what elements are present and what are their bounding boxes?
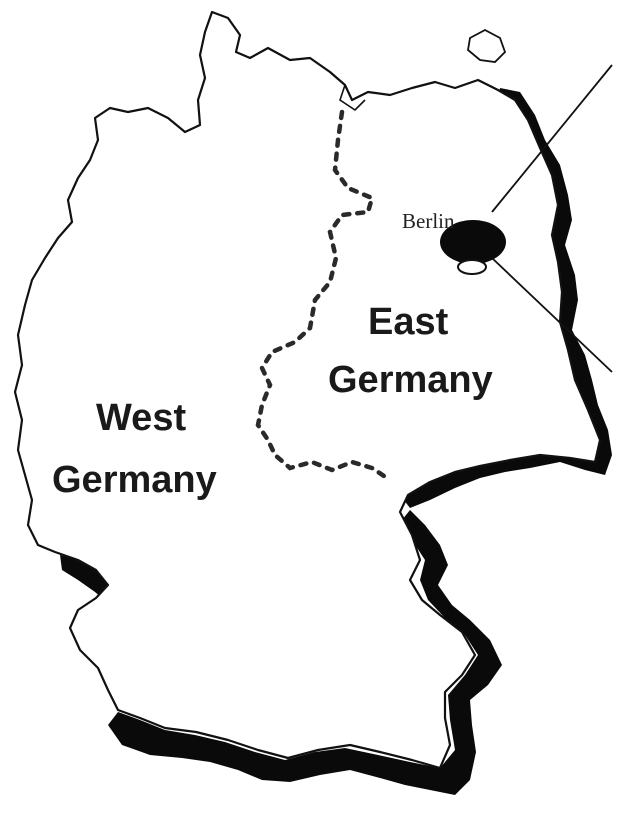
callout-line-lower bbox=[491, 257, 613, 373]
berlin-marker-tail bbox=[457, 259, 487, 275]
callout-line-upper bbox=[491, 64, 613, 213]
germany-outline bbox=[13, 10, 602, 770]
region-label-east-line2: Germany bbox=[328, 359, 493, 401]
region-label-east-line1: East bbox=[368, 301, 449, 343]
inner-german-border bbox=[255, 109, 393, 483]
berlin-marker[interactable] bbox=[440, 220, 506, 264]
region-label-west-line2: Germany bbox=[52, 459, 217, 501]
region-label-west-line1: West bbox=[96, 397, 186, 439]
north-coast-detail bbox=[339, 84, 366, 112]
baltic-island bbox=[467, 28, 507, 63]
southern-shadow bbox=[108, 510, 502, 795]
city-label-berlin: Berlin bbox=[402, 209, 455, 233]
eastern-shadow bbox=[400, 88, 612, 508]
